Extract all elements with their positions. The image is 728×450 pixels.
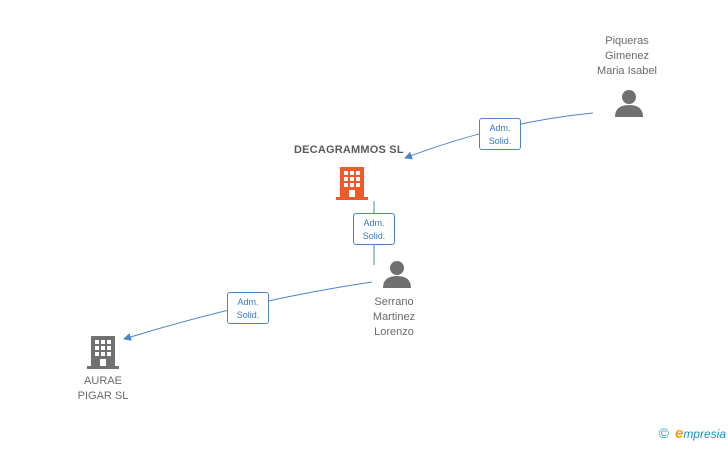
- person-icon[interactable]: [382, 260, 412, 288]
- company-name-aurae[interactable]: AURAE PIGAR SL: [77, 375, 129, 402]
- building-icon[interactable]: [87, 335, 119, 369]
- relation-badge-adm-solid[interactable]: Adm. Solid.: [479, 118, 521, 150]
- badge-line-1: Adm.: [489, 123, 511, 133]
- badge-line-1: Adm.: [237, 297, 259, 307]
- badge-line-2: Solid.: [362, 231, 386, 241]
- empresia-brand: © empresia: [659, 425, 726, 442]
- copyright-symbol: ©: [658, 425, 669, 441]
- person-name-piqueras[interactable]: Piqueras Gimenez Maria Isabel: [597, 35, 657, 77]
- brand-logo-e: e: [674, 425, 684, 442]
- person-icon[interactable]: [614, 89, 644, 117]
- building-icon[interactable]: [336, 166, 368, 200]
- badge-line-2: Solid.: [488, 136, 512, 146]
- badge-line-2: Solid.: [236, 310, 260, 320]
- company-name-decagrammos[interactable]: DECAGRAMMOS SL: [294, 144, 404, 156]
- relation-badge-adm-solid[interactable]: Adm. Solid.: [227, 292, 269, 324]
- badge-line-1: Adm.: [363, 218, 385, 228]
- brand-logo-text: mpresia: [683, 427, 726, 441]
- relation-badge-adm-solid[interactable]: Adm. Solid.: [353, 213, 395, 245]
- person-name-serrano[interactable]: Serrano Martinez Lorenzo: [372, 296, 416, 338]
